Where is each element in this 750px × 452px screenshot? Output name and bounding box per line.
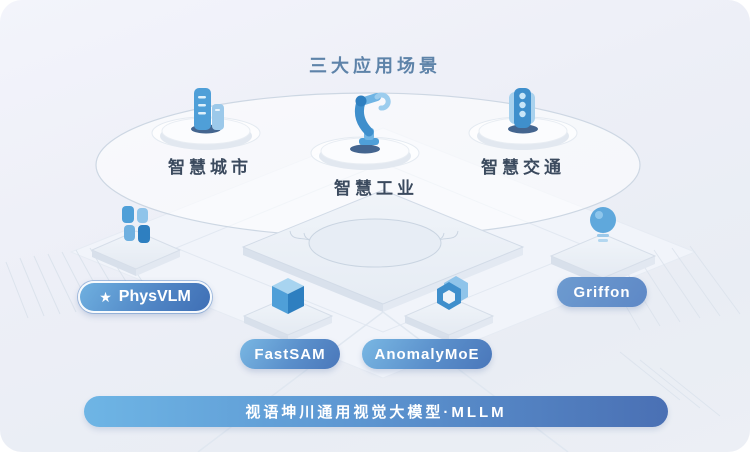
model-badge-fastsam: FastSAM (240, 339, 340, 369)
platform-physvlm (90, 230, 182, 276)
model-badge-label: AnomalyMoE (374, 345, 480, 363)
scenario-label-smart-traffic: 智慧交通 (481, 158, 565, 177)
model-badge-label: PhysVLM (118, 288, 191, 305)
star-icon: ★ (99, 289, 112, 305)
foundation-model-banner: 视语坤川通用视觉大模型·MLLM (84, 396, 668, 427)
model-badge-anomalymoe: AnomalyMoE (362, 339, 492, 369)
funnel-basin (308, 218, 442, 268)
fold-line-left (197, 311, 384, 452)
pedestal-city (151, 116, 261, 150)
page-title: 三大应用场景 (309, 56, 441, 76)
scenario-label-smart-industry: 智慧工业 (334, 179, 418, 198)
model-badge-label: Griffon (573, 283, 631, 301)
model-badge-physvlm: ★ PhysVLM (78, 281, 212, 313)
foundation-model-banner-label: 视语坤川通用视觉大模型·MLLM (245, 404, 507, 421)
pedestal-industry (310, 136, 420, 170)
platform-anomalymoe (403, 296, 495, 342)
center-platform-edge-left (243, 247, 383, 312)
pedestal-traffic (468, 116, 578, 150)
fold-line-right (382, 311, 569, 452)
scenario-label-smart-city: 智慧城市 (168, 158, 252, 177)
model-badge-label: FastSAM (254, 345, 326, 363)
model-badge-griffon: Griffon (557, 277, 647, 307)
platform-fastsam (242, 296, 334, 342)
